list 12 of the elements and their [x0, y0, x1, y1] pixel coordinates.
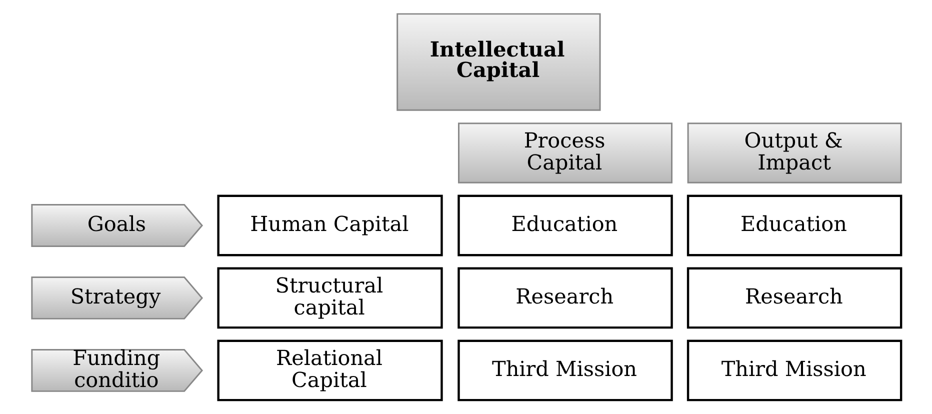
node-box: Output & Impact — [686, 122, 902, 184]
node-box: Process Capital — [458, 122, 672, 184]
node-box: Research — [457, 267, 672, 329]
node-box: Human Capital — [216, 194, 442, 256]
node-box: Education — [686, 194, 902, 256]
node-box: Intellectual Capital — [396, 13, 600, 111]
node-box: Research — [686, 267, 902, 329]
node-box: Education — [457, 194, 672, 256]
node-box: Third Mission — [457, 340, 672, 402]
node-box: Structural capital — [216, 267, 442, 329]
node-box: Relational Capital — [216, 340, 442, 402]
node-box: Third Mission — [686, 340, 902, 402]
